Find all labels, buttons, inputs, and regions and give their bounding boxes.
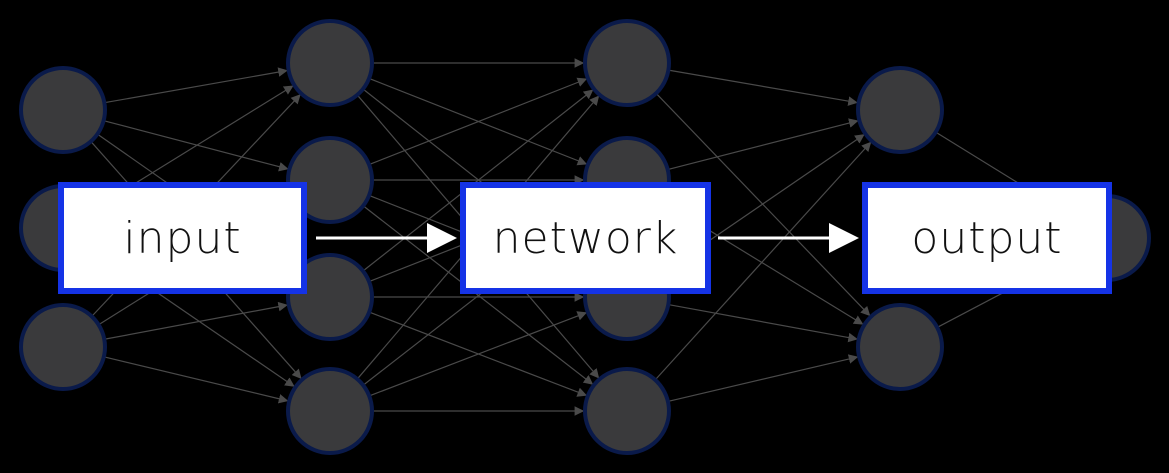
neuron-layer-2-2 bbox=[286, 136, 374, 224]
edge-l2n2-l3n4 bbox=[362, 205, 594, 385]
neuron-layer-2-1 bbox=[286, 19, 374, 107]
input-box: input bbox=[58, 182, 307, 294]
neuron-layer-1-1 bbox=[19, 66, 107, 154]
edge-l3n2-l4n1 bbox=[667, 118, 859, 171]
neuron-layer-2-4 bbox=[286, 367, 374, 455]
edge-l1n1-l2n1 bbox=[104, 67, 288, 104]
edge-l1n3-l2n3 bbox=[104, 301, 288, 340]
edge-l1n3-l2n4 bbox=[103, 356, 289, 404]
network-label: network bbox=[492, 212, 679, 264]
edge-l1n1-l2n2 bbox=[103, 120, 289, 172]
network-box: network bbox=[460, 182, 711, 294]
input-label: input bbox=[123, 212, 242, 264]
neuron-layer-3-4 bbox=[583, 367, 671, 455]
neuron-layer-4-1 bbox=[856, 66, 944, 154]
neuron-layer-4-2 bbox=[856, 303, 944, 391]
output-box: output bbox=[862, 182, 1112, 294]
edge-l3n4-l4n2 bbox=[667, 354, 859, 402]
neuron-layer-1-3 bbox=[19, 303, 107, 391]
output-label: output bbox=[911, 212, 1063, 264]
edge-l2n3-l3n1 bbox=[362, 89, 594, 272]
edge-l3n4-l4n1 bbox=[654, 141, 872, 381]
edge-l2n3-l3n4 bbox=[368, 311, 588, 397]
neuron-layer-2-3 bbox=[286, 253, 374, 341]
neuron-layer-3-1 bbox=[583, 19, 671, 107]
edge-l2n4-l3n3 bbox=[368, 311, 588, 397]
edge-l3n1-l4n1 bbox=[668, 69, 858, 106]
edge-l2n2-l3n1 bbox=[368, 77, 588, 166]
edge-l3n3-l4n2 bbox=[668, 303, 858, 343]
edge-l2n1-l3n2 bbox=[368, 77, 588, 166]
